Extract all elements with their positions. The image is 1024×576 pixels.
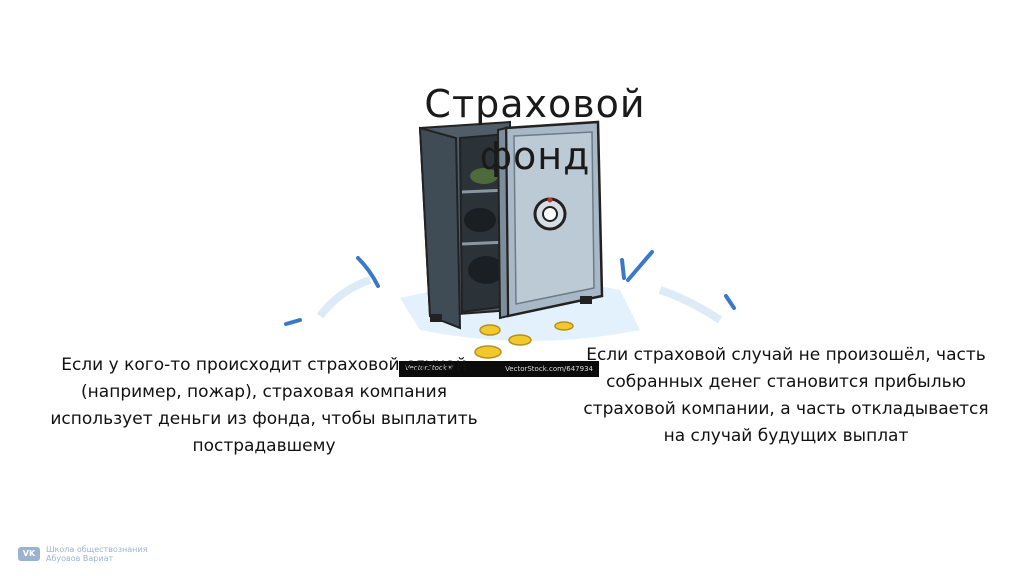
branding-line-1: Школа обществознания [46,545,148,554]
branding-line-2: Абуовов Вариат [46,554,114,563]
stock-watermark-bar: VectorStock® VectorStock.com/647934 [399,361,599,377]
open-safe-with-coins-icon [284,120,736,359]
watermark-logo: VectorStock® [405,364,454,372]
branding-text: Школа обществознания Абуовов Вариат [46,545,147,563]
vk-logo-icon: VK [18,547,40,561]
slide-title: Страховой фонд [424,82,646,178]
right-explanation-text: Если страховой случай не произошёл, част… [583,345,989,446]
left-explanation-text: Если у кого-то происходит страховой случ… [50,355,478,456]
safe-illustration [280,120,760,380]
school-branding: VK Школа обществознания Абуовов Вариат [18,545,147,563]
watermark-url: VectorStock.com/647934 [505,365,593,373]
